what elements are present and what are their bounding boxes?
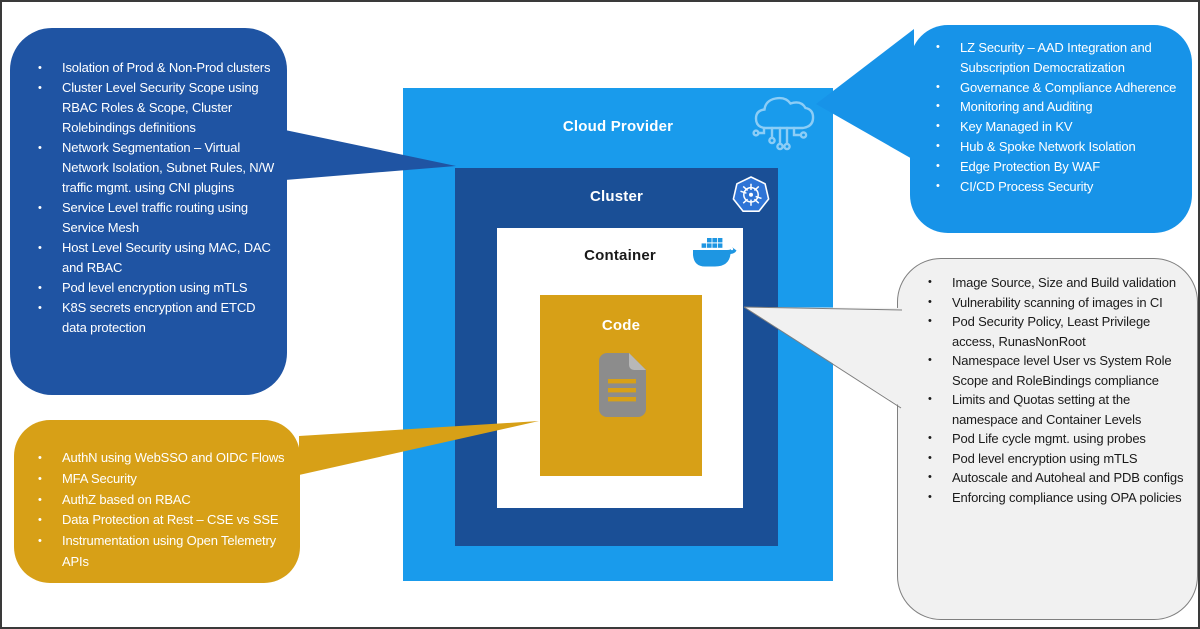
callout-item: Pod Life cycle mgmt. using probes — [928, 429, 1185, 449]
callout-item: LZ Security – AAD Integration and Subscr… — [936, 38, 1178, 78]
callout-item: Pod level encryption using mTLS — [928, 449, 1185, 469]
callout-item: AuthZ based on RBAC — [38, 490, 294, 511]
identity-security-list: AuthN using WebSSO and OIDC FlowsMFA Sec… — [38, 448, 294, 573]
cloud-network-icon — [752, 96, 815, 151]
callout-item: K8S secrets encryption and ETCD data pro… — [38, 298, 275, 338]
cloud-provider-label: Cloud Provider — [562, 118, 674, 135]
callout-item: CI/CD Process Security — [936, 177, 1178, 197]
callout-item: Service Level traffic routing using Serv… — [38, 198, 275, 238]
callout-item: Edge Protection By WAF — [936, 157, 1178, 177]
callout-item: Hub & Spoke Network Isolation — [936, 137, 1178, 157]
callout-item: Host Level Security using MAC, DAC and R… — [38, 238, 275, 278]
callout-cluster-security: Isolation of Prod & Non-Prod clustersClu… — [10, 28, 287, 395]
lz-security-list: LZ Security – AAD Integration and Subscr… — [936, 38, 1178, 196]
callout-item: Pod Security Policy, Least Privilege acc… — [928, 312, 1185, 351]
callout-item: Monitoring and Auditing — [936, 97, 1178, 117]
container-security-list: Image Source, Size and Build validationV… — [928, 273, 1185, 507]
container-label: Container — [584, 247, 656, 264]
callout-item: Cluster Level Security Scope using RBAC … — [38, 78, 275, 138]
callout-item: Isolation of Prod & Non-Prod clusters — [38, 58, 275, 78]
callout-item: Namespace level User vs System Role Scop… — [928, 351, 1185, 390]
callout-item: AuthN using WebSSO and OIDC Flows — [38, 448, 294, 469]
callout-item: MFA Security — [38, 469, 294, 490]
callout-item: Autoscale and Autoheal and PDB configs — [928, 468, 1185, 488]
callout-item: Governance & Compliance Adherence — [936, 78, 1178, 98]
callout-lz-security: LZ Security – AAD Integration and Subscr… — [910, 25, 1192, 233]
code-label: Code — [601, 317, 641, 334]
callout-item: Key Managed in KV — [936, 117, 1178, 137]
docker-whale-icon — [693, 238, 737, 267]
callout-item: Enforcing compliance using OPA policies — [928, 488, 1185, 508]
callout-item: Limits and Quotas setting at the namespa… — [928, 390, 1185, 429]
document-icon — [599, 353, 646, 417]
callout-item: Data Protection at Rest – CSE vs SSE — [38, 510, 294, 531]
cluster-security-list: Isolation of Prod & Non-Prod clustersClu… — [38, 58, 275, 338]
callout-container-security: Image Source, Size and Build validationV… — [897, 258, 1198, 620]
callout-item: Pod level encryption using mTLS — [38, 278, 275, 298]
callout-item: Network Segmentation – Virtual Network I… — [38, 138, 275, 198]
callout-identity-security: AuthN using WebSSO and OIDC FlowsMFA Sec… — [14, 420, 300, 583]
callout-item: Image Source, Size and Build validation — [928, 273, 1185, 293]
cluster-label: Cluster — [589, 188, 644, 205]
kubernetes-icon — [732, 176, 770, 213]
callout-item: Instrumentation using Open Telemetry API… — [38, 531, 294, 573]
callout-item: Vulnerability scanning of images in CI — [928, 293, 1185, 313]
